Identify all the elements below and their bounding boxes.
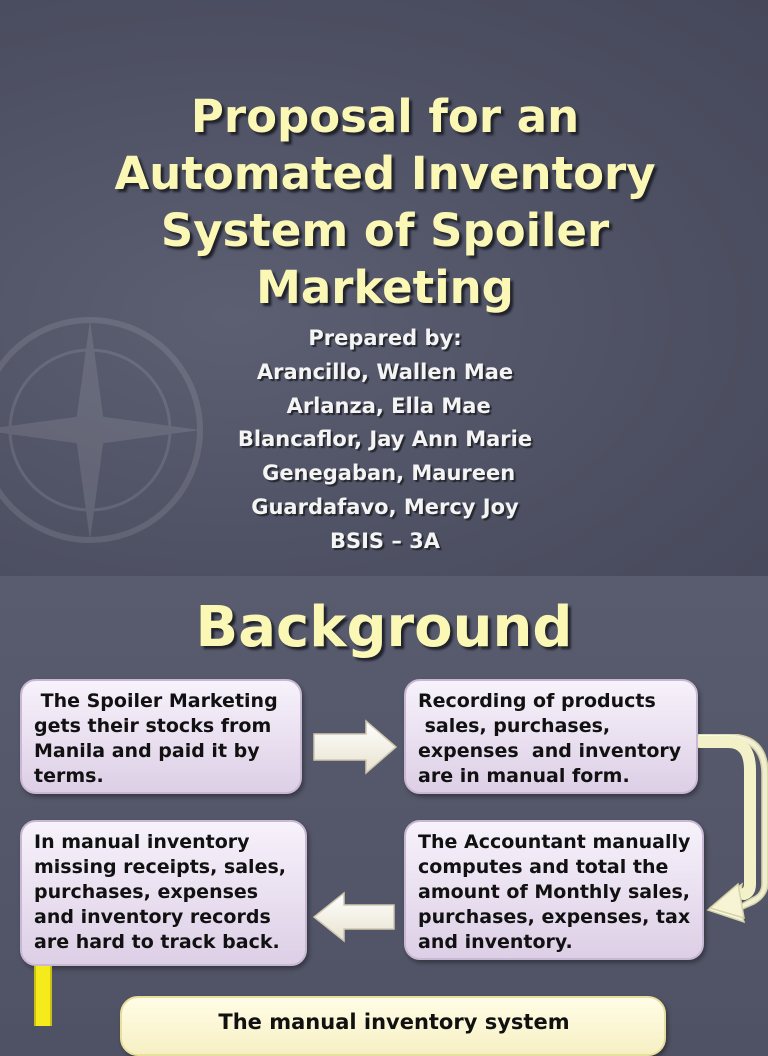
flow-box-manual-system: The manual inventory system bbox=[120, 996, 666, 1056]
author-name: Genegaban, Maureen bbox=[254, 461, 516, 486]
box-line: sales, purchases, bbox=[418, 715, 611, 737]
flow-box-missing-records: In manual inventory missing receipts, sa… bbox=[20, 820, 307, 966]
box-line: In manual inventory bbox=[34, 831, 250, 853]
compass-watermark-icon bbox=[0, 317, 203, 543]
author-name: Arlanza, Ella Mae bbox=[279, 393, 491, 418]
box-line: gets their stocks from bbox=[34, 715, 272, 737]
author-list: Prepared by: Arancillo, Wallen Mae Arlan… bbox=[100, 322, 670, 559]
box-line: The Accountant manually bbox=[418, 831, 691, 853]
box-line: The manual inventory system bbox=[218, 1010, 570, 1034]
box-line: purchases, expenses bbox=[34, 881, 259, 903]
flow-box-stocks: The Spoiler Marketing gets their stocks … bbox=[20, 679, 302, 794]
title-line: System of Spoiler bbox=[160, 204, 610, 257]
box-line: computes and total the bbox=[418, 856, 669, 878]
curved-arrow-down-icon bbox=[698, 734, 768, 924]
box-line: The Spoiler Marketing bbox=[34, 690, 278, 712]
section-label: BSIS – 3A bbox=[329, 528, 441, 553]
box-line: missing receipts, sales, bbox=[34, 856, 286, 878]
box-line: are hard to track back. bbox=[34, 931, 280, 953]
title-line: Proposal for an bbox=[190, 90, 580, 143]
box-line: Manila and paid it by bbox=[34, 740, 260, 762]
author-name: Blancaflor, Jay Ann Marie bbox=[237, 427, 533, 452]
background-title: Background bbox=[195, 595, 573, 660]
title-line: Marketing bbox=[256, 261, 514, 314]
box-line: amount of Monthly sales, bbox=[418, 881, 691, 903]
box-line: and inventory records bbox=[34, 906, 271, 928]
box-line: terms. bbox=[34, 765, 104, 787]
author-name: Guardafavo, Mercy Joy bbox=[251, 494, 519, 519]
arrow-left-icon bbox=[312, 891, 395, 943]
flow-box-recording: Recording of products sales, purchases, … bbox=[404, 679, 698, 794]
presentation-title: Proposal for an Automated Inventory Syst… bbox=[60, 88, 710, 316]
flow-box-accountant: The Accountant manually computes and tot… bbox=[404, 820, 704, 960]
connector-bar bbox=[34, 966, 52, 1026]
box-line: purchases, expenses, tax bbox=[418, 906, 691, 928]
title-line: Automated Inventory bbox=[114, 147, 656, 200]
box-line: are in manual form. bbox=[418, 765, 630, 787]
box-line: Recording of products bbox=[418, 690, 656, 712]
title-slide bbox=[0, 0, 768, 576]
author-name: Arancillo, Wallen Mae bbox=[256, 359, 514, 384]
arrow-right-icon bbox=[313, 719, 398, 775]
prepared-by-label: Prepared by: bbox=[308, 326, 462, 350]
box-line: and inventory. bbox=[418, 931, 573, 953]
box-line: expenses and inventory bbox=[418, 740, 682, 762]
